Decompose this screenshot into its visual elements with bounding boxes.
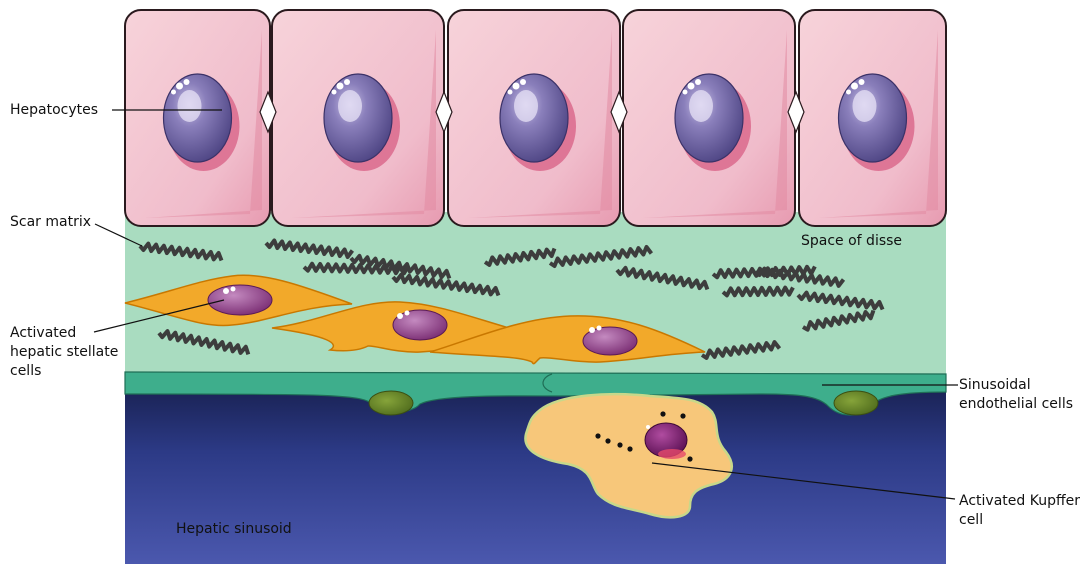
hepatocyte xyxy=(448,10,620,226)
label-hepatic-sinusoid: Hepatic sinusoid xyxy=(176,520,292,539)
hepatocyte-nucleus xyxy=(164,74,232,162)
hepatocyte-row xyxy=(125,10,946,226)
label-space-of-disse: Space of disse xyxy=(801,232,902,251)
hepatocyte xyxy=(623,10,795,226)
label-kupffer-cell: Activated Kupffer cell xyxy=(959,492,1080,530)
hepatocyte xyxy=(125,10,270,226)
hepatocyte-nucleus xyxy=(500,74,568,162)
label-scar-matrix: Scar matrix xyxy=(10,213,91,232)
hepatocyte-nucleus xyxy=(675,74,743,162)
label-endothelial-cells: Sinusoidal endothelial cells xyxy=(959,376,1073,414)
endothelial-nucleus xyxy=(369,391,413,415)
hepatocyte xyxy=(799,10,946,226)
label-stellate-cells: Activated hepatic stellate cells xyxy=(10,324,118,381)
hepatocyte-nucleus xyxy=(839,74,907,162)
hepatocyte-nucleus xyxy=(324,74,392,162)
endothelial-nucleus xyxy=(834,391,878,415)
label-hepatocytes: Hepatocytes xyxy=(10,101,98,120)
hepatocyte xyxy=(272,10,444,226)
